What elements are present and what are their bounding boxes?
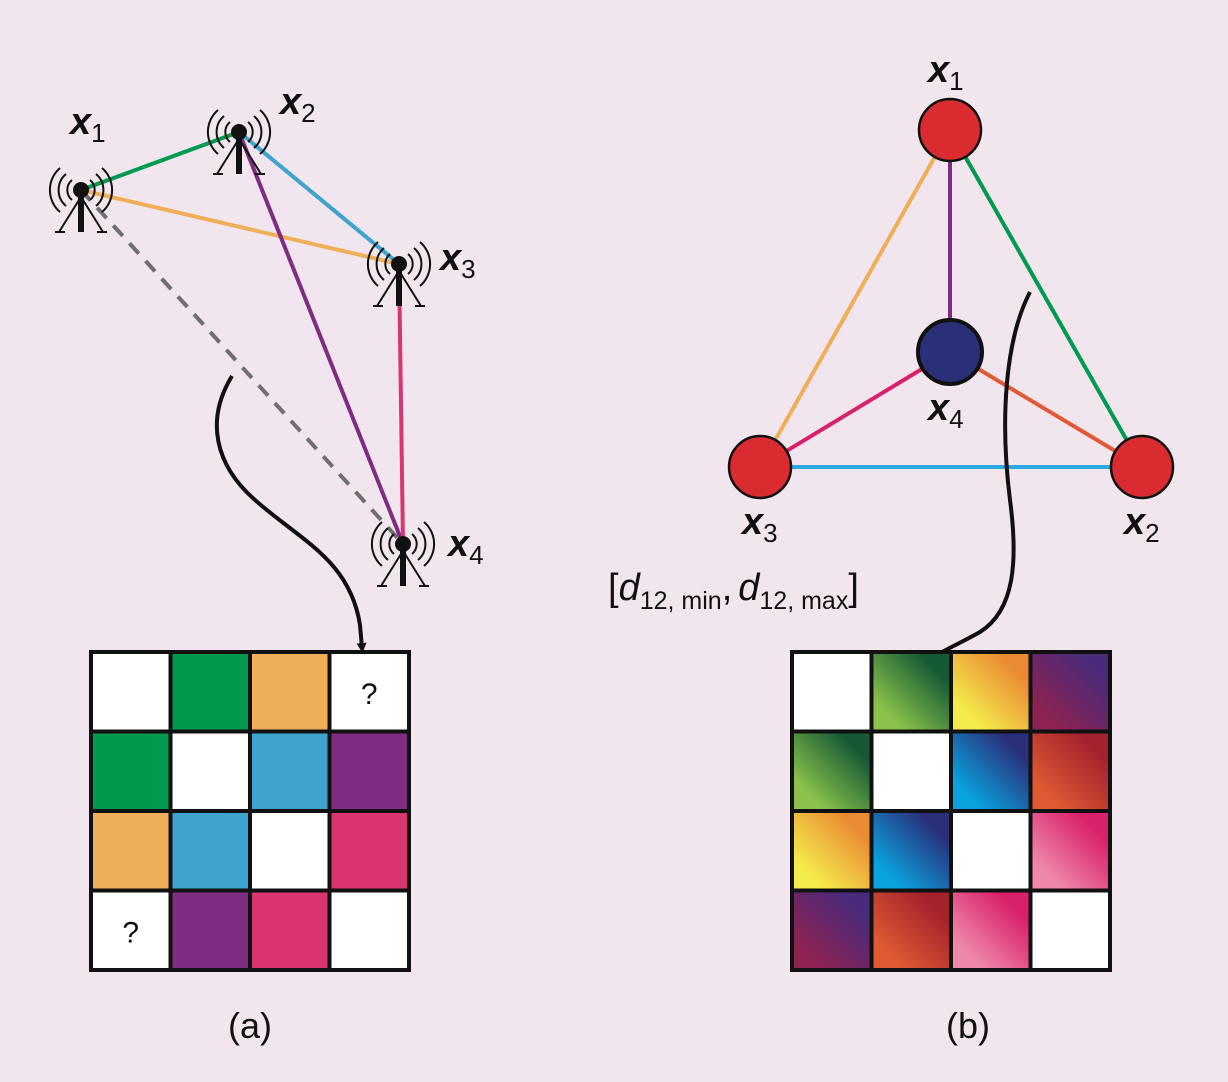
panel-a: x1 x2 x3 x4 ?? (a) — [50, 81, 484, 1046]
node-b-x1 — [917, 97, 983, 163]
node-label-a-x3: x3 — [438, 237, 476, 284]
node-b-x4 — [916, 318, 984, 386]
interval-label: [d12, min,d12, max] — [608, 567, 859, 615]
edge-b-1-2 — [948, 129, 1144, 468]
caption-b: (b) — [946, 1005, 990, 1046]
matrix-b-cell-3-0 — [790, 888, 874, 972]
matrix-b-cell-3-1 — [869, 888, 953, 972]
caption-a: (a) — [228, 1005, 272, 1046]
node-label-a-x4: x4 — [446, 523, 484, 570]
matrix-b-cell-1-1 — [869, 729, 953, 813]
matrix-b-cell-0-2 — [949, 650, 1033, 734]
node-b-x3 — [727, 434, 793, 500]
edge-a-2-4 — [237, 131, 405, 545]
edge-a-1-2 — [80, 130, 240, 192]
matrix-a-cell-0-0 — [89, 650, 173, 734]
node-label-a-x1: x1 — [68, 101, 106, 148]
matrix-a-cell-3-2 — [248, 888, 332, 972]
panel-b: x1 x2 x3 x4 [d12, min,d12, max] (b) — [608, 49, 1175, 1046]
matrix-a-cell-2-1 — [168, 809, 252, 893]
edge-b-1-3 — [758, 129, 952, 468]
edge-a-3-4 — [397, 263, 405, 545]
matrix-a-cell-0-1 — [168, 650, 252, 734]
matrix-b — [790, 650, 1112, 972]
matrix-a-cell-1-1 — [168, 729, 252, 813]
matrix-b-cell-2-1 — [869, 809, 953, 893]
arrow-a — [214, 374, 367, 653]
edge-b-2-4 — [948, 350, 1144, 469]
antenna-icon-x1 — [50, 168, 112, 232]
matrix-b-cell-0-0 — [790, 650, 874, 734]
node-label-b-x2: x2 — [1122, 501, 1160, 548]
matrix-b-cell-2-0 — [790, 809, 874, 893]
edge-a-2-3 — [237, 130, 401, 266]
matrix-a: ?? — [89, 650, 411, 972]
node-label-b-x1: x1 — [926, 49, 964, 96]
unknown-mark: ? — [361, 678, 378, 711]
matrix-a-cell-3-0 — [89, 888, 173, 972]
matrix-b-cell-1-0 — [790, 729, 874, 813]
edge-b-3-4 — [758, 350, 952, 469]
matrix-b-cell-2-2 — [949, 809, 1033, 893]
matrix-a-cell-3-3 — [327, 888, 411, 972]
matrix-a-cell-2-2 — [248, 809, 332, 893]
matrix-b-cell-1-2 — [949, 729, 1033, 813]
matrix-a-cell-1-0 — [89, 729, 173, 813]
matrix-a-cell-0-2 — [248, 650, 332, 734]
matrix-a-cell-1-2 — [248, 729, 332, 813]
node-b-x2 — [1109, 434, 1175, 500]
edge-a-1-3 — [80, 188, 400, 266]
unknown-mark: ? — [122, 916, 139, 949]
matrix-b-cell-0-1 — [869, 650, 953, 734]
matrix-a-cell-0-3 — [327, 650, 411, 734]
matrix-b-cell-3-2 — [949, 888, 1033, 972]
node-label-b-x3: x3 — [740, 501, 778, 548]
matrix-b-cell-2-3 — [1028, 809, 1112, 893]
node-label-b-x4: x4 — [926, 387, 964, 434]
matrix-a-cell-3-1 — [168, 888, 252, 972]
antenna-icon-x3 — [368, 242, 430, 306]
node-label-a-x2: x2 — [278, 81, 316, 128]
matrix-a-cell-2-0 — [89, 809, 173, 893]
matrix-a-cell-1-3 — [327, 729, 411, 813]
matrix-b-cell-1-3 — [1028, 729, 1112, 813]
matrix-b-cell-3-3 — [1028, 888, 1112, 972]
matrix-a-cell-2-3 — [327, 809, 411, 893]
matrix-b-cell-0-3 — [1028, 650, 1112, 734]
edge-a-1-4-dashed — [79, 188, 405, 546]
